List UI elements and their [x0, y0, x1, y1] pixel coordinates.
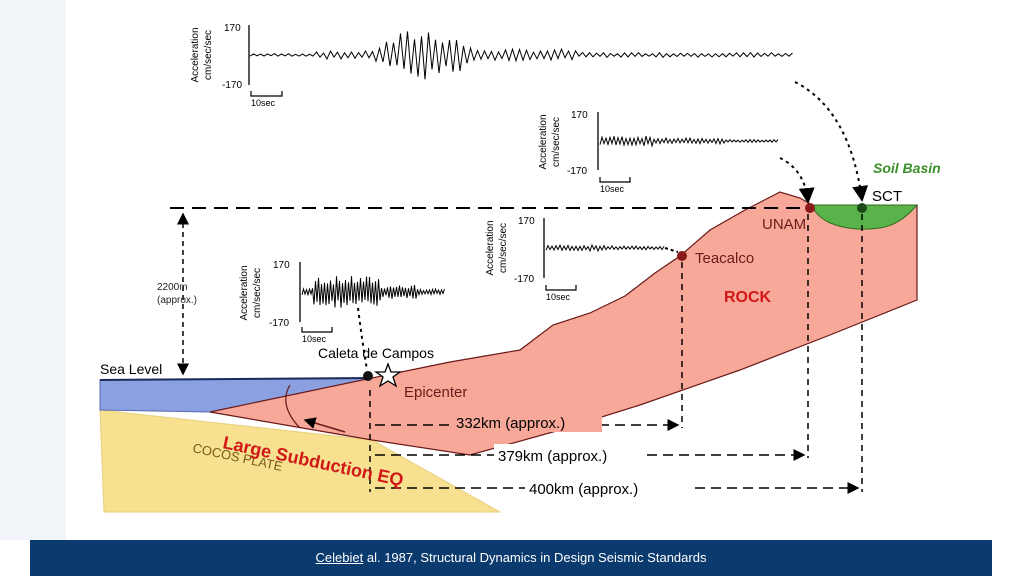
citation-author: Celebiet	[315, 550, 364, 565]
sct-label: SCT	[872, 188, 902, 205]
epicenter-star-icon	[373, 362, 403, 388]
teacalco-station-marker	[677, 251, 687, 261]
teacalco-scale-label: 10sec	[546, 292, 571, 302]
elevation-label-1: 2200m	[157, 282, 188, 293]
sea-level-line	[99, 377, 373, 381]
sea-level-label: Sea Level	[100, 361, 162, 377]
caleta-station-marker	[363, 371, 373, 381]
teacalco-top-tick: 170	[518, 216, 535, 227]
subduction-arrow	[303, 417, 346, 433]
sct-scale-label: 10sec	[251, 98, 276, 108]
teacalco-ylabel-2: cm/sec/sec	[498, 223, 509, 273]
distance-label-sct: 400km (approx.)	[529, 481, 638, 498]
unam-scale-bar	[599, 177, 631, 183]
left-margin-panel	[0, 0, 66, 540]
caleta-connector	[357, 307, 368, 371]
soil-basin-label: Soil Basin	[873, 160, 941, 176]
unam-scale-label: 10sec	[600, 184, 625, 194]
seismogram-unam: Acceleration cm/sec/sec 170 -170 10sec	[538, 110, 779, 194]
footer-citation-bar: Celebiet al. 1987, Structural Dynamics i…	[30, 540, 992, 576]
sct-bottom-tick: -170	[222, 80, 242, 91]
rock-label: ROCK	[724, 289, 772, 306]
unam-top-tick: 170	[571, 110, 588, 121]
sct-waveform	[249, 31, 793, 80]
distance-label-bg-sct	[525, 477, 690, 499]
caleta-scale-bar	[301, 327, 333, 333]
cocos-plate	[99, 409, 502, 513]
sct-station-marker	[857, 203, 867, 213]
unam-label: UNAM	[762, 216, 806, 233]
seismic-diagram: 2200m (approx.) 332km (approx.) 379km (a…	[99, 23, 941, 513]
teacalco-scale-bar	[545, 285, 577, 291]
sct-ylabel-2: cm/sec/sec	[203, 30, 214, 80]
seismogram-caleta: Acceleration cm/sec/sec 170 -170 10sec	[239, 260, 445, 344]
teacalco-waveform	[545, 243, 665, 253]
distance-label-bg-teacalco	[452, 412, 602, 432]
sct-ylabel-1: Acceleration	[190, 27, 201, 82]
sct-connector	[794, 81, 869, 202]
teacalco-label: Teacalco	[695, 250, 754, 267]
distance-label-bg-unam	[494, 444, 642, 466]
seismogram-teacalco: Acceleration cm/sec/sec 170 -170 10sec	[485, 216, 665, 302]
unam-waveform	[599, 135, 779, 148]
sct-top-tick: 170	[224, 23, 241, 34]
elevation-label-2: (approx.)	[157, 295, 197, 306]
soil-basin	[811, 204, 919, 230]
caleta-ylabel-1: Acceleration	[239, 265, 250, 320]
caleta-top-tick: 170	[273, 260, 290, 271]
caleta-scale-label: 10sec	[302, 334, 327, 344]
teacalco-ylabel-1: Acceleration	[485, 220, 496, 275]
unam-connector	[779, 157, 815, 204]
teacalco-connector	[664, 247, 679, 253]
epicenter-label: Epicenter	[404, 384, 467, 401]
caleta-waveform	[301, 276, 445, 308]
unam-bottom-tick: -170	[567, 166, 587, 177]
distance-label-teacalco: 332km (approx.)	[456, 415, 565, 432]
unam-ylabel-2: cm/sec/sec	[551, 117, 562, 167]
subduction-angle-arc	[285, 384, 301, 429]
distance-label-unam: 379km (approx.)	[498, 448, 607, 465]
teacalco-bottom-tick: -170	[514, 274, 534, 285]
caleta-label: Caleta de Campos	[318, 345, 434, 361]
unam-ylabel-1: Acceleration	[538, 114, 549, 169]
citation-text: al. 1987, Structural Dynamics in Design …	[363, 550, 707, 565]
caleta-bottom-tick: -170	[269, 318, 289, 329]
sct-scale-bar	[250, 91, 283, 97]
caleta-ylabel-2: cm/sec/sec	[252, 268, 263, 318]
unam-station-marker	[805, 203, 815, 213]
seismogram-sct: Acceleration cm/sec/sec 170 -170 10sec	[190, 23, 793, 108]
